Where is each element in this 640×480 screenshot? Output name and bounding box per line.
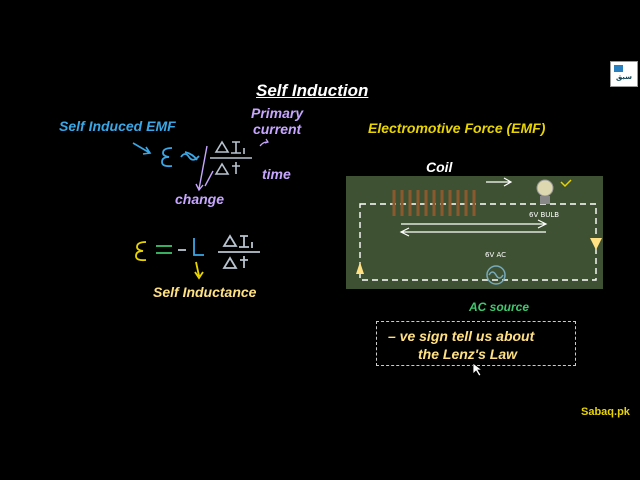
primary-current-label: Primary current: [251, 105, 303, 137]
self-inductance-equation: [135, 234, 260, 280]
logo-text: سبق: [615, 73, 633, 81]
ac-source-caption: AC source: [469, 300, 530, 314]
lenz-note-line2: the Lenz's Law: [418, 346, 518, 362]
change-label: change: [175, 191, 225, 207]
sabaq-logo: سبق: [610, 61, 638, 87]
page-title: Self Induction: [256, 81, 369, 100]
watermark: Sabaq.pk: [581, 406, 630, 418]
primary-line2: current: [252, 121, 302, 137]
circuit-drawing: [356, 177, 602, 285]
book-icon: [614, 65, 623, 72]
arrow-icon: [132, 142, 152, 155]
mouse-cursor-icon: [472, 362, 484, 377]
self-inductance-label: Self Inductance: [153, 284, 257, 300]
primary-arrow: [259, 138, 269, 147]
circuit-diagram: [346, 176, 603, 289]
ac-source-label-circuit: 6V AC: [485, 251, 507, 259]
change-arrows: [195, 145, 214, 192]
self-induced-emf-label: Self Induced EMF: [59, 118, 176, 134]
emf-heading: Electromotive Force (EMF): [368, 120, 546, 136]
lenz-note-line1: – ve sign tell us about: [388, 328, 535, 344]
time-label: time: [262, 166, 291, 182]
coil-label: Coil: [426, 159, 453, 175]
epsilon-proportional-equation: [161, 147, 200, 168]
bulb-label: 6V BULB: [529, 211, 560, 219]
primary-line1: Primary: [251, 105, 304, 121]
delta-i-over-delta-t: [210, 140, 252, 175]
